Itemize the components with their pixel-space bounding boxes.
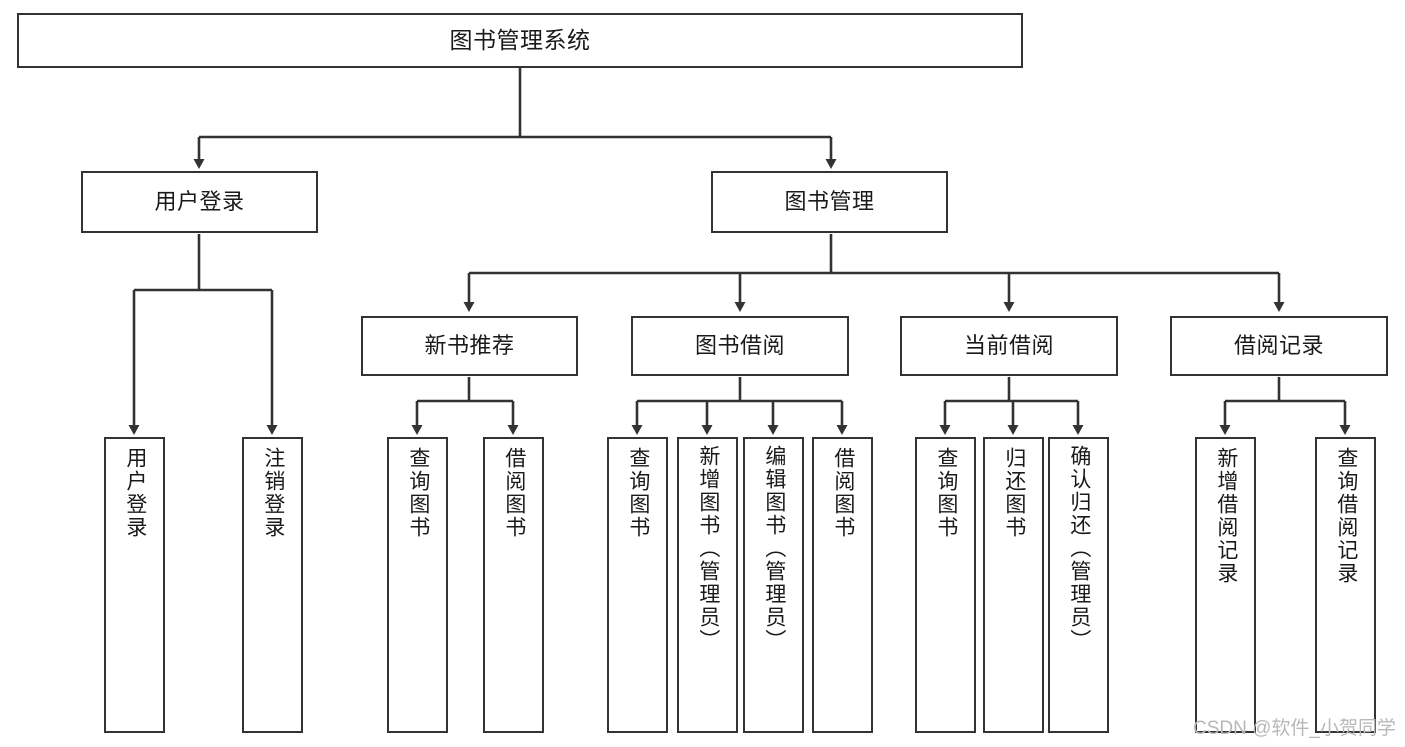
node-label: 当前借阅 [963,332,1054,358]
leaf-borrow-record-add[interactable]: 新增借阅记录 [1195,437,1256,733]
leaf-book-borrow-borrow[interactable]: 借阅图书 [812,437,873,733]
node-new-book-recommend[interactable]: 新书推荐 [361,316,578,376]
node-label: 用户登录 [123,447,147,539]
node-label: 新增借阅记录 [1214,447,1238,585]
node-label: 图书管理 [784,188,875,214]
leaf-current-borrow-query[interactable]: 查询图书 [915,437,976,733]
node-label: 借阅图书 [831,447,855,539]
leaf-new-book-borrow[interactable]: 借阅图书 [483,437,544,733]
leaf-borrow-record-query[interactable]: 查询借阅记录 [1315,437,1376,733]
node-user-login[interactable]: 用户登录 [81,171,318,233]
leaf-new-book-query[interactable]: 查询图书 [387,437,448,733]
node-label: 查询图书 [934,447,958,539]
node-current-borrow[interactable]: 当前借阅 [900,316,1118,376]
csdn-watermark: CSDN @软件_小贺同学 [1193,718,1396,739]
node-label: 编辑图书（管理员） [762,445,786,652]
node-label: 用户登录 [154,188,245,214]
leaf-user-login-login[interactable]: 用户登录 [104,437,165,733]
node-label: 图书管理系统 [449,27,591,54]
node-label: 注销登录 [261,447,285,539]
node-label: 查询图书 [406,447,430,539]
leaf-user-login-logout[interactable]: 注销登录 [242,437,303,733]
leaf-book-borrow-add[interactable]: 新增图书（管理员） [677,437,738,733]
node-root-system[interactable]: 图书管理系统 [17,13,1023,68]
node-book-borrow[interactable]: 图书借阅 [631,316,849,376]
leaf-current-borrow-confirm-return[interactable]: 确认归还（管理员） [1048,437,1109,733]
node-label: 新增图书（管理员） [696,445,720,652]
node-label: 借阅记录 [1233,332,1324,358]
leaf-book-borrow-query[interactable]: 查询图书 [607,437,668,733]
node-book-management[interactable]: 图书管理 [711,171,948,233]
leaf-current-borrow-return[interactable]: 归还图书 [983,437,1044,733]
node-label: 归还图书 [1002,447,1026,539]
node-label: 新书推荐 [424,332,515,358]
node-label: 查询图书 [626,447,650,539]
node-label: 确认归还（管理员） [1067,445,1091,652]
node-label: 图书借阅 [694,332,785,358]
node-borrow-record[interactable]: 借阅记录 [1170,316,1388,376]
leaf-book-borrow-edit[interactable]: 编辑图书（管理员） [743,437,804,733]
node-label: 查询借阅记录 [1334,447,1358,585]
node-label: 借阅图书 [502,447,526,539]
